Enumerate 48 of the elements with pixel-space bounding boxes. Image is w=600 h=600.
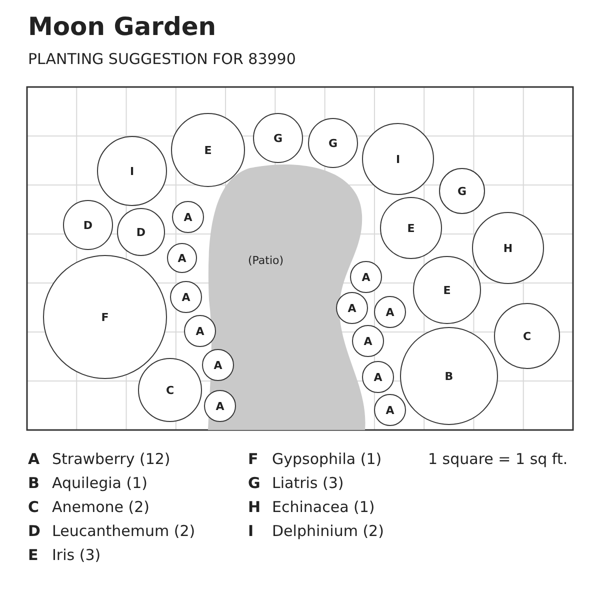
plant-circle: I <box>362 123 434 195</box>
plant-circle: A <box>184 315 216 347</box>
plant-name: Liatris (3) <box>272 474 344 492</box>
plant-circle: A <box>362 361 394 393</box>
plant-circle: G <box>253 113 303 163</box>
scale-note: 1 square = 1 sq ft. <box>428 450 568 468</box>
key-letter: D <box>28 522 40 540</box>
key-letter: I <box>248 522 254 540</box>
plant-circle: G <box>308 118 358 168</box>
plant-circle: A <box>167 243 197 273</box>
plant-name: Leucanthemum (2) <box>52 522 196 540</box>
plant-circle: B <box>400 327 498 425</box>
plant-name: Gypsophila (1) <box>272 450 382 468</box>
key-letter: F <box>248 450 258 468</box>
plant-circle: H <box>472 212 544 284</box>
key-letter: H <box>248 498 261 516</box>
plant-circle: I <box>97 136 167 206</box>
plant-name: Echinacea (1) <box>272 498 375 516</box>
subtitle: PLANTING SUGGESTION FOR 83990 <box>28 50 296 68</box>
plant-circle: A <box>374 296 406 328</box>
key-letter: E <box>28 546 38 564</box>
key-letter: G <box>248 474 260 492</box>
plant-circle: F <box>43 255 167 379</box>
plant-circle: A <box>336 292 368 324</box>
key-letter: A <box>28 450 40 468</box>
plant-circle: D <box>63 200 113 250</box>
plant-circle: E <box>171 113 245 187</box>
key-letter: C <box>28 498 40 516</box>
plant-circle: D <box>117 208 165 256</box>
plant-circle: C <box>138 358 202 422</box>
area-label: (Patio) <box>248 254 284 267</box>
plant-name: Anemone (2) <box>52 498 150 516</box>
plant-name: Delphinium (2) <box>272 522 384 540</box>
plant-name: Iris (3) <box>52 546 101 564</box>
plant-circle: E <box>413 256 481 324</box>
plant-circle: A <box>202 349 234 381</box>
plant-circle: A <box>352 325 384 357</box>
key-letter: B <box>28 474 40 492</box>
plant-circle: E <box>380 197 442 259</box>
plant-circle: G <box>439 168 485 214</box>
plant-circle: C <box>494 303 560 369</box>
title: Moon Garden <box>28 12 216 41</box>
plant-circle: A <box>350 261 382 293</box>
plant-name: Strawberry (12) <box>52 450 170 468</box>
plant-name: Aquilegia (1) <box>52 474 148 492</box>
plant-circle: A <box>172 201 204 233</box>
plant-circle: A <box>374 394 406 426</box>
plant-circle: A <box>170 281 202 313</box>
